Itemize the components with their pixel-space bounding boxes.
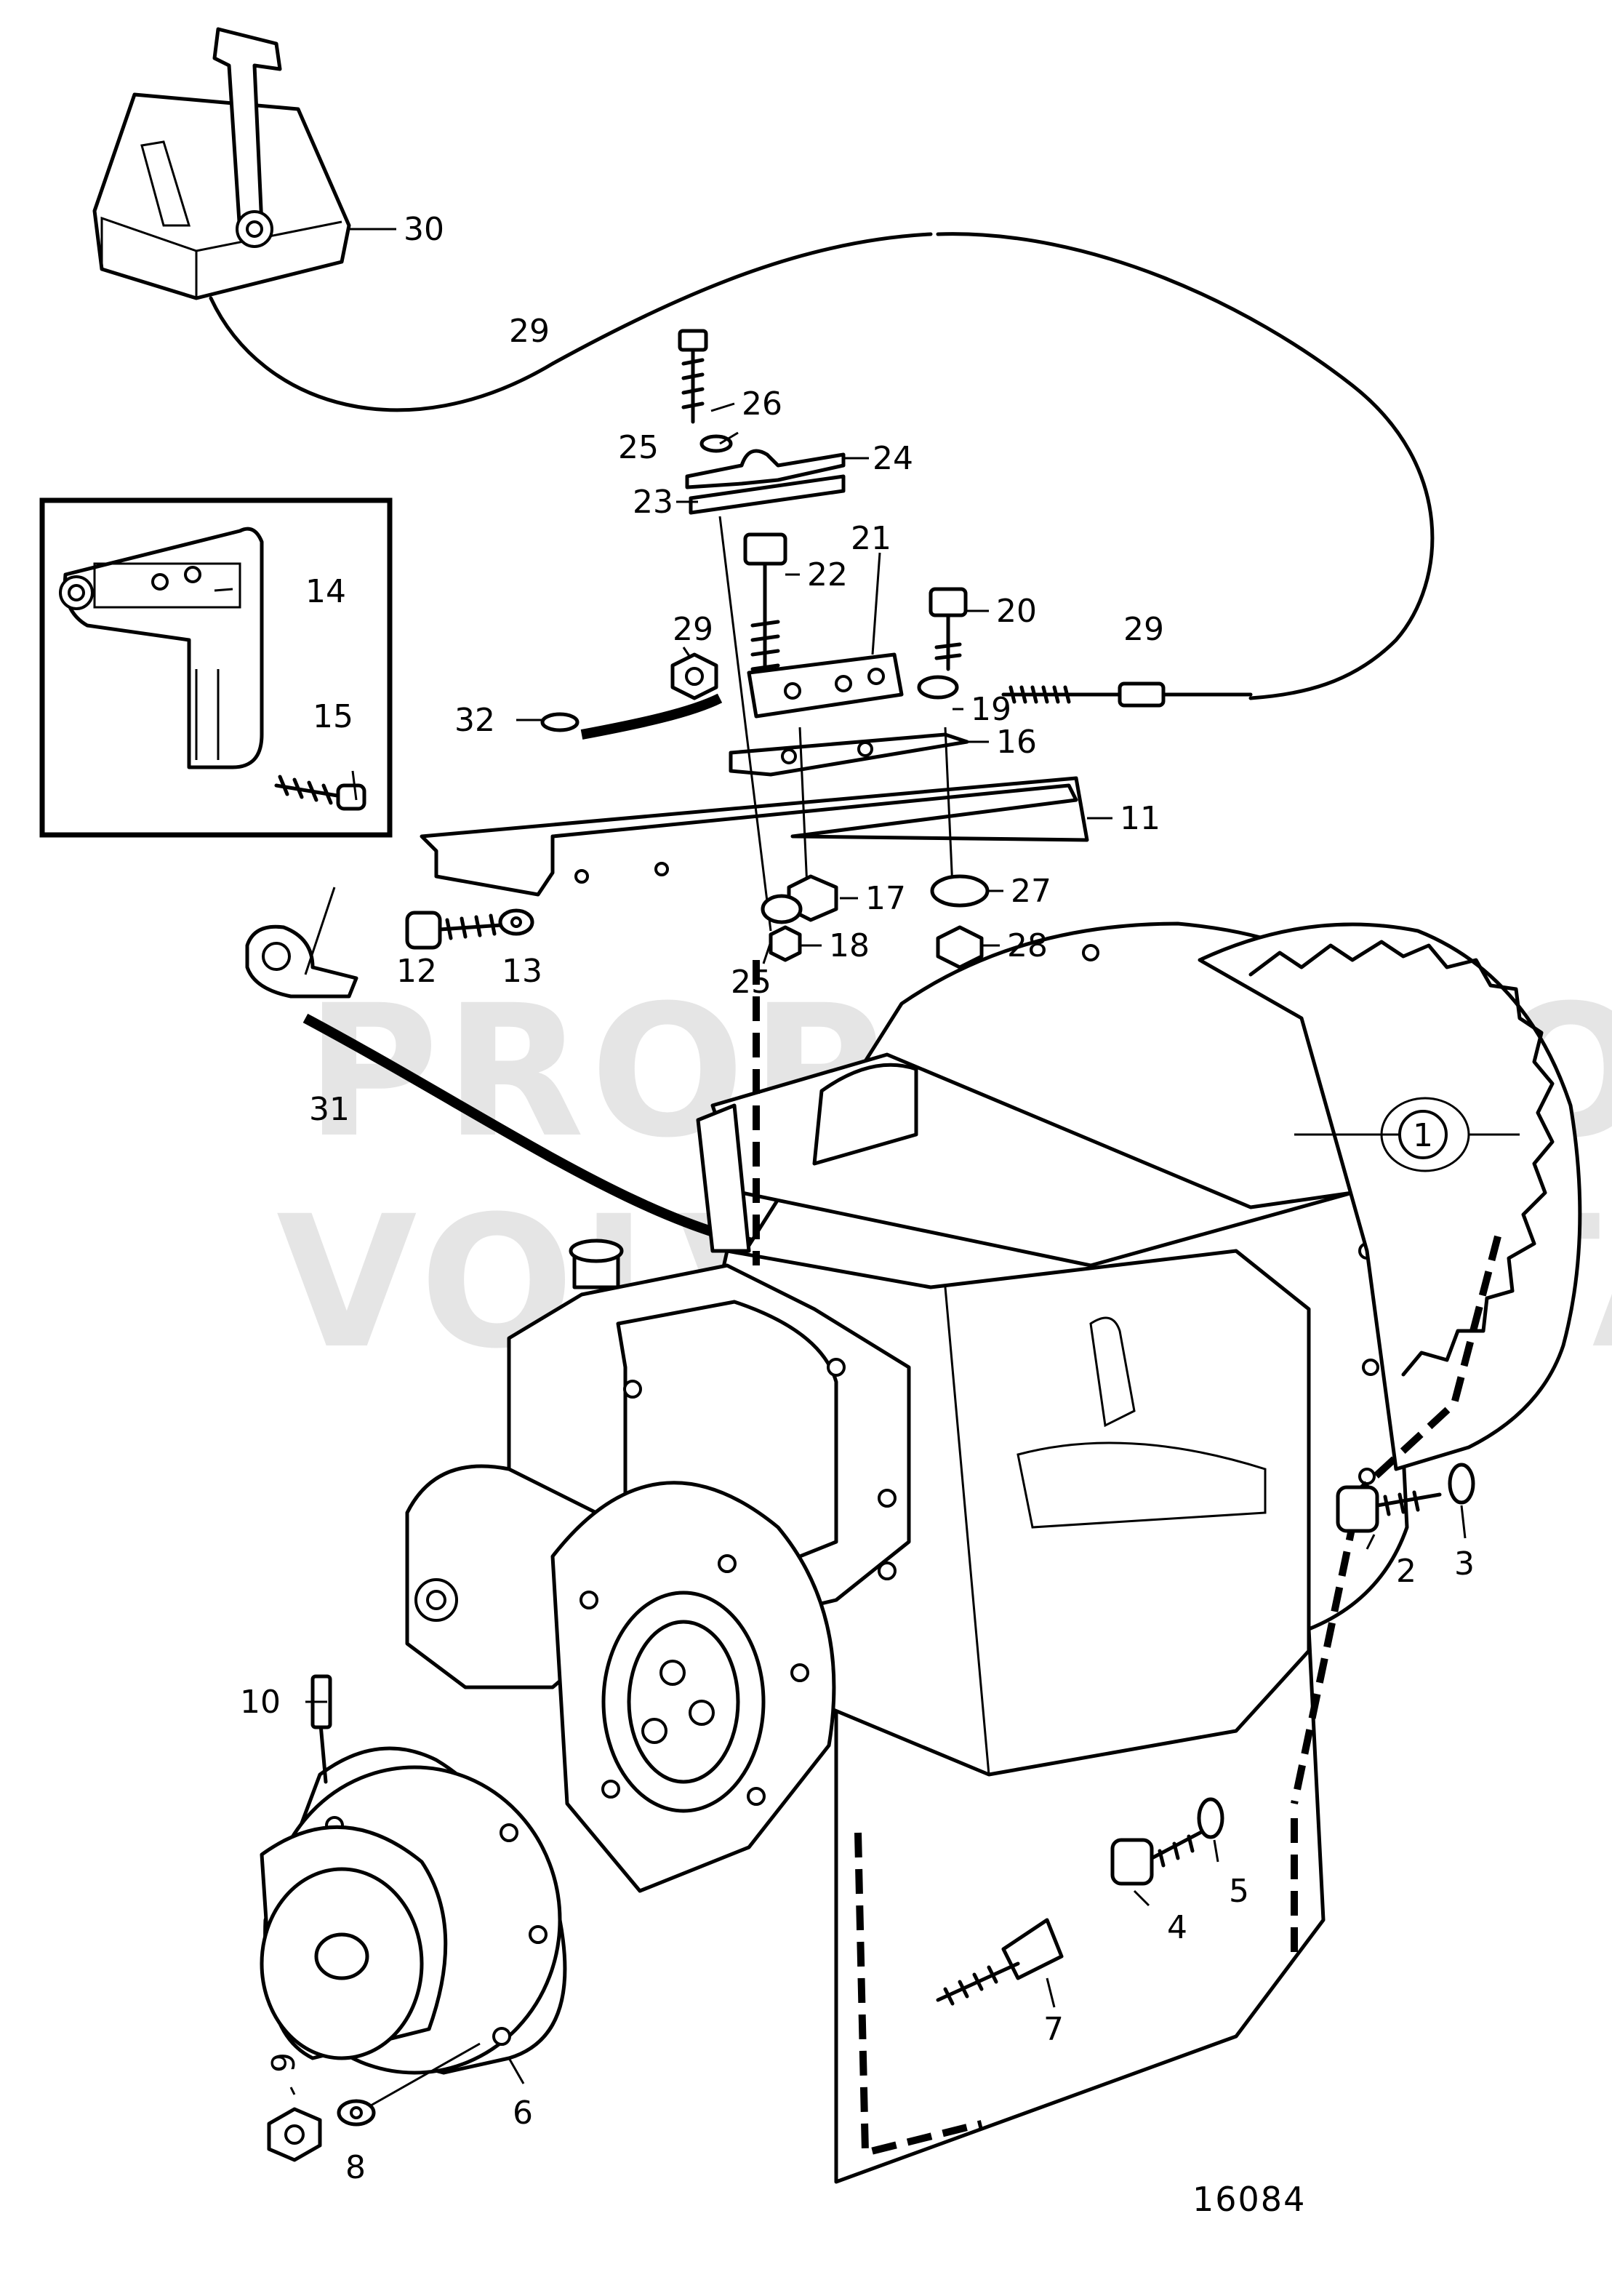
callout-17: 17 <box>865 880 906 917</box>
callout-22: 22 <box>807 556 848 593</box>
remote-control-unit <box>92 27 351 300</box>
callout-5: 5 <box>1229 1873 1249 1910</box>
callout-9: 9 <box>265 2052 302 2073</box>
control-cable <box>209 232 1435 740</box>
callout-4: 4 <box>1167 1909 1187 1946</box>
coupling-flange <box>260 1674 567 2075</box>
callout-12: 12 <box>396 953 437 990</box>
callout-13: 13 <box>502 953 542 990</box>
callout-1-circle <box>1398 1110 1448 1159</box>
callout-32: 32 <box>454 702 495 739</box>
callout-26: 26 <box>742 385 782 423</box>
callout-25a: 25 <box>618 429 659 466</box>
output-flange <box>550 1481 836 1893</box>
callout-15: 15 <box>313 698 353 735</box>
callout-10: 10 <box>240 1684 281 1721</box>
fasteners-lower <box>267 1463 1475 2162</box>
callout-18: 18 <box>829 927 870 964</box>
callout-20: 20 <box>996 593 1037 630</box>
callout-8: 8 <box>345 2149 366 2186</box>
drawing-reference-number: 16084 <box>1192 2180 1306 2219</box>
callout-29b: 29 <box>673 611 713 648</box>
callout-21: 21 <box>851 520 891 557</box>
callout-23: 23 <box>633 484 673 521</box>
callout-27: 27 <box>1011 873 1051 910</box>
callout-29a: 29 <box>509 313 550 350</box>
callout-25b: 25 <box>731 964 771 1001</box>
callout-29c: 29 <box>1123 611 1164 648</box>
leader-lines <box>214 228 1467 2095</box>
callout-7: 7 <box>1043 2011 1064 2048</box>
callout-24: 24 <box>873 440 913 477</box>
callout-3: 3 <box>1454 1545 1475 1583</box>
callout-labels: 1 2 3 4 5 6 7 8 9 10 11 12 13 14 15 16 1… <box>240 211 1475 2219</box>
callout-19: 19 <box>971 691 1011 728</box>
callout-31: 31 <box>309 1091 350 1128</box>
callout-1: 1 <box>1413 1117 1433 1154</box>
callout-6: 6 <box>513 2095 533 2132</box>
assembly-dash-lines <box>753 960 1501 2158</box>
callout-28: 28 <box>1007 927 1048 964</box>
callout-11: 11 <box>1120 800 1160 837</box>
cable-bracket-assembly <box>405 329 1089 969</box>
callout-2: 2 <box>1396 1553 1416 1590</box>
callout-30: 30 <box>404 211 444 248</box>
callout-14: 14 <box>305 573 346 610</box>
inset-lever-detail <box>39 497 393 838</box>
callout-16: 16 <box>996 724 1037 761</box>
